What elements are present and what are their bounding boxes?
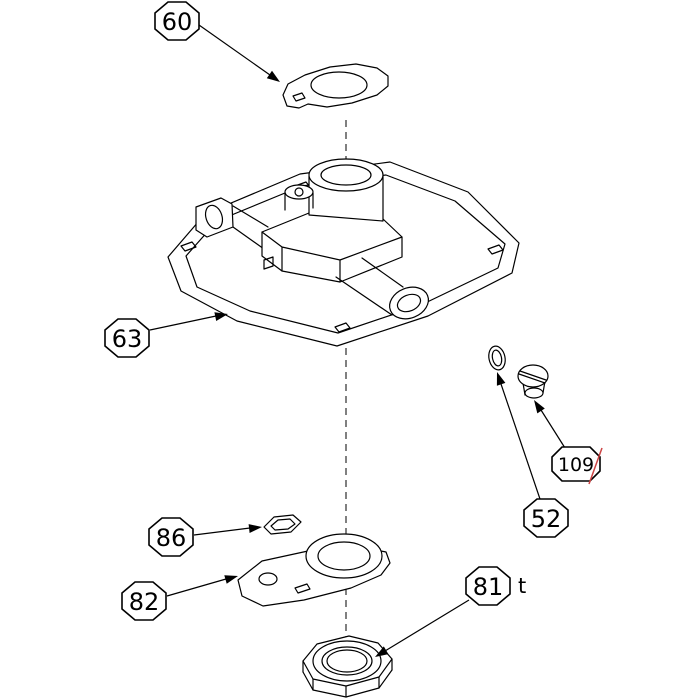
leader-86 <box>193 524 262 536</box>
callout-86-label: 86 <box>156 524 187 552</box>
nut-chamfer <box>312 640 382 682</box>
arrowhead <box>266 70 280 82</box>
left-tube-walls <box>232 205 269 250</box>
callout-81-label: 81 <box>473 573 504 601</box>
leader-line <box>149 315 217 331</box>
outlet-tube-bore <box>396 293 422 313</box>
screw-slot <box>518 370 547 384</box>
leader-line <box>500 383 541 500</box>
part-109-screw-plug <box>517 364 549 399</box>
callout-63-label: 63 <box>112 325 143 353</box>
gasket-bore <box>310 71 368 99</box>
bracket-slot <box>294 583 311 594</box>
callout-81-suffix: t <box>518 574 526 598</box>
arrowhead <box>534 400 545 414</box>
inlet-boss-hole <box>294 187 304 197</box>
leader-63 <box>149 312 228 331</box>
gasket-tab-hole <box>292 92 306 102</box>
o-ring-inner <box>491 349 503 367</box>
part-52-o-ring <box>488 345 506 371</box>
arrowhead <box>224 575 238 584</box>
hex-insert-inner <box>270 518 296 531</box>
nut-thread <box>326 649 368 673</box>
callout-52[interactable]: 52 <box>523 498 569 538</box>
nut-hole <box>321 646 373 676</box>
bracket-boss-bore <box>317 541 371 571</box>
leader-line <box>193 527 251 536</box>
arrowhead <box>248 524 262 533</box>
callout-109-slash <box>588 447 603 485</box>
callout-109[interactable]: 109 <box>551 446 603 485</box>
callout-82-balloon[interactable] <box>121 581 167 621</box>
body-block-facets <box>261 231 403 283</box>
callout-86[interactable]: 86 <box>148 517 194 557</box>
outlet-tube-walls <box>335 257 404 316</box>
part-60-gasket <box>282 63 389 109</box>
leader-60 <box>198 24 280 82</box>
leader-82 <box>166 575 238 597</box>
leader-line <box>166 578 227 597</box>
callout-60-balloon[interactable] <box>154 1 200 41</box>
arrowhead <box>214 312 228 321</box>
inlet-boss-walls <box>284 192 314 211</box>
part-81-hex-nut <box>302 635 393 698</box>
leader-52 <box>496 372 541 500</box>
arrowhead <box>375 646 389 657</box>
inlet-boss-top <box>284 184 314 200</box>
gasket-outline <box>282 63 389 109</box>
flange-bolt-hole <box>487 244 504 255</box>
callout-81-balloon[interactable] <box>465 566 511 606</box>
callout-60-label: 60 <box>162 8 193 36</box>
part-86-hex-insert <box>263 514 302 535</box>
flange-bolt-hole <box>334 322 351 333</box>
tower-bore <box>320 164 372 186</box>
screw-body-bottom <box>524 387 544 399</box>
nut-bottom-outline <box>302 669 393 698</box>
leader-line <box>198 24 271 76</box>
hex-insert-outer <box>263 514 302 535</box>
callout-109-label: 109 <box>558 454 594 476</box>
callout-81[interactable]: 81 <box>465 566 511 606</box>
part-82-bracket-plate <box>237 533 391 607</box>
callout-82[interactable]: 82 <box>121 581 167 621</box>
nut-side-edges <box>302 658 393 698</box>
callout-86-balloon[interactable] <box>148 517 194 557</box>
leader-81 <box>375 599 470 657</box>
tower-top <box>308 158 384 192</box>
part-63-carburetor-body <box>167 158 520 347</box>
callout-52-label: 52 <box>531 505 562 533</box>
leader-line <box>384 599 470 652</box>
leader-line <box>540 409 566 449</box>
callout-82-label: 82 <box>129 588 160 616</box>
callout-63-balloon[interactable] <box>104 318 150 358</box>
leader-109 <box>534 400 566 449</box>
bracket-small-hole <box>258 572 278 586</box>
callout-63[interactable]: 63 <box>104 318 150 358</box>
left-tube-cap <box>204 204 224 230</box>
body-block-slot <box>263 256 274 270</box>
outlet-tube-rim <box>389 286 429 320</box>
arrowhead <box>496 372 506 386</box>
callout-60[interactable]: 60 <box>154 1 200 41</box>
o-ring-outer <box>488 345 506 371</box>
flange-bolt-hole <box>180 241 197 252</box>
callout-52-balloon[interactable] <box>523 498 569 538</box>
